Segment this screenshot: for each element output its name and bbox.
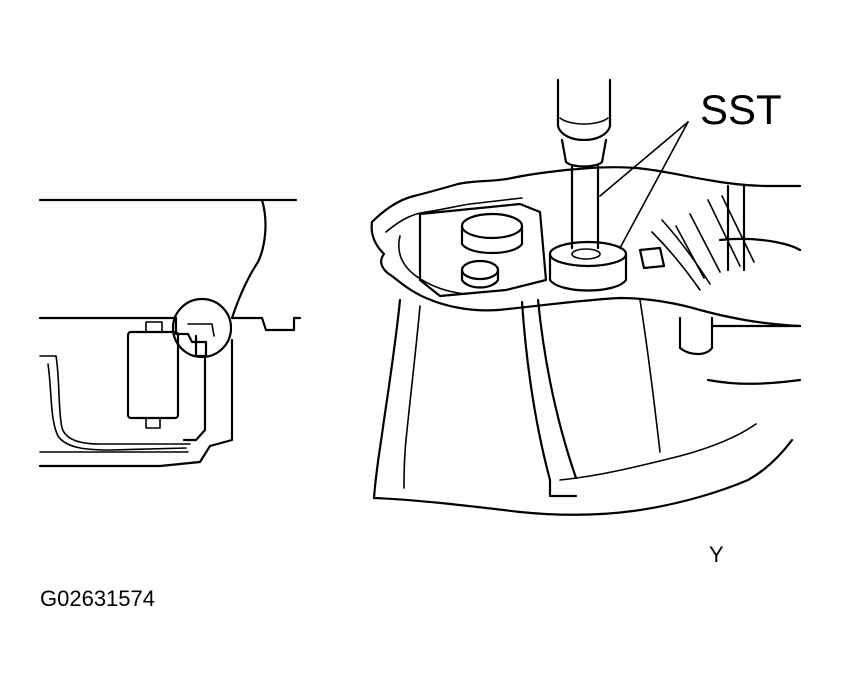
case-left-inner-edge: [398, 235, 467, 295]
wire-harness: [39, 355, 191, 445]
case-rib-3: [639, 299, 661, 453]
case-right-collar: [678, 316, 714, 356]
case-left-skirt: [372, 298, 794, 516]
sst-tool: [548, 78, 628, 292]
sst-shaft: [570, 164, 600, 250]
wire-harness-lower: [47, 363, 187, 451]
transaxle-case: [370, 166, 802, 516]
case-skirt-inner: [403, 305, 421, 489]
sst-leader-handle: [599, 121, 689, 197]
case-rib-1: [520, 300, 578, 498]
view-marker-label: Y: [709, 542, 724, 567]
case-small-tab: [638, 246, 666, 270]
sst-collar: [560, 138, 608, 168]
case-right-step: [706, 324, 802, 385]
boss-top: [460, 212, 524, 240]
case-rib-2: [536, 298, 578, 480]
boss-side: [460, 224, 524, 254]
sst-handle: [556, 78, 612, 142]
sst-leader-cup: [619, 121, 689, 249]
case-pad-outline: [418, 202, 548, 298]
case-left-edge: [370, 220, 500, 312]
case-right-post: [726, 184, 746, 272]
detail-housing-outline: [230, 198, 302, 332]
sst-handle-ring: [559, 117, 609, 125]
case-right-bore: [718, 237, 802, 252]
sst-cup-side: [548, 252, 628, 292]
sst-cup-bore: [571, 248, 601, 260]
case-right-inner-curve: [651, 219, 711, 291]
solenoid-foot: [145, 417, 161, 429]
case-lower-rim: [496, 296, 802, 328]
sst-label: SST: [700, 86, 782, 133]
solenoid-cap: [145, 321, 163, 333]
case-right-ribs: [675, 195, 755, 279]
detail-right-wall: [38, 338, 234, 468]
case-flange-inner: [385, 197, 523, 233]
detail-view: [38, 198, 302, 468]
plug-top: [460, 259, 500, 281]
case-flange-outline: [370, 166, 802, 224]
detail-inner-wall: [182, 356, 207, 442]
solenoid-body: [126, 330, 180, 420]
plug-side: [460, 268, 500, 289]
detail-highlight-circle: [171, 297, 233, 359]
case-rib-4: [559, 423, 757, 481]
detail-key-top: [187, 323, 215, 337]
sst-cup-top: [548, 240, 628, 268]
figure-id-label: G02631574: [40, 586, 155, 611]
